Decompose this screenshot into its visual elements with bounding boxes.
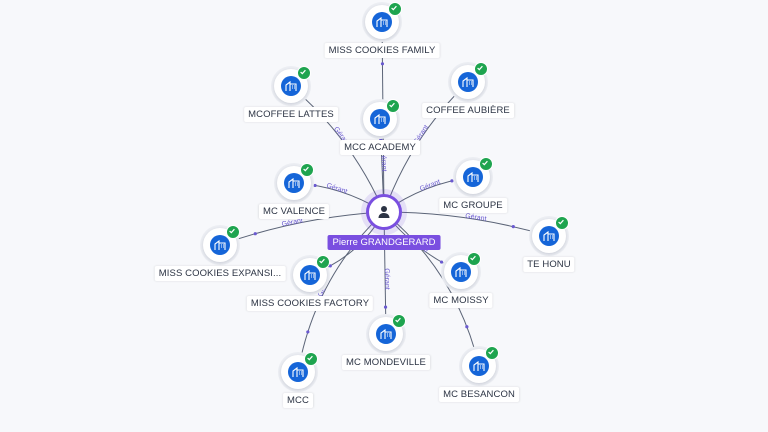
building-icon — [469, 356, 489, 376]
person-name-label[interactable]: Pierre GRANDGERARD — [327, 235, 441, 250]
company-label[interactable]: MCC — [283, 393, 313, 408]
company-label[interactable]: MISS COOKIES EXPANSI... — [154, 266, 286, 281]
edge-te-honu — [383, 211, 550, 237]
building-icon — [539, 226, 559, 246]
edge-arrow-mcc — [306, 330, 310, 334]
verified-check-icon — [300, 163, 314, 177]
edge-label-te-honu: Gérant — [465, 213, 487, 223]
building-icon — [284, 173, 304, 193]
edge-label-mcc: Gé — [317, 286, 328, 298]
company-bubble[interactable] — [293, 255, 330, 292]
edge-label-mc-valence: Gérant — [326, 182, 349, 195]
company-bubble[interactable] — [363, 99, 400, 136]
verified-check-icon — [316, 255, 330, 269]
verified-check-icon — [474, 62, 488, 76]
company-label[interactable]: MC MONDEVILLE — [342, 355, 430, 370]
edge-arrow-miss-cookies-factory — [328, 264, 332, 268]
company-label[interactable]: MC GROUPE — [439, 198, 507, 213]
edge-arrow-mc-moissy — [439, 260, 444, 264]
edge-mc-besancon — [383, 211, 480, 367]
verified-check-icon — [485, 346, 499, 360]
verified-check-icon — [226, 225, 240, 239]
company-label[interactable]: MISS COOKIES FACTORY — [246, 296, 374, 311]
edge-arrow-mc-groupe — [450, 179, 454, 183]
verified-check-icon — [304, 352, 318, 366]
edge-arrow-mc-mondeville — [383, 305, 388, 309]
edge-miss-cookies-expansion — [219, 211, 385, 246]
building-icon — [451, 262, 471, 282]
company-bubble[interactable] — [532, 216, 569, 253]
verified-check-icon — [388, 2, 402, 16]
person-bubble[interactable] — [366, 194, 402, 230]
verified-check-icon — [479, 157, 493, 171]
edge-arrow-te-honu — [511, 225, 515, 229]
edge-label-mc-mondeville: Gérant — [383, 268, 390, 290]
edge-label-mc-groupe: Gérant — [419, 179, 442, 193]
edge-arrow-miss-cookies-family — [380, 62, 385, 66]
company-bubble[interactable] — [365, 2, 402, 39]
building-icon — [210, 235, 230, 255]
building-icon — [300, 265, 320, 285]
verified-check-icon — [392, 314, 406, 328]
person-icon — [378, 206, 390, 218]
company-label[interactable]: MISS COOKIES FAMILY — [324, 43, 440, 58]
building-icon — [288, 362, 308, 382]
company-bubble[interactable] — [462, 346, 499, 383]
verified-check-icon — [386, 99, 400, 113]
company-label[interactable]: MC MOISSY — [429, 293, 493, 308]
company-label[interactable]: MCOFFEE LATTES — [244, 107, 338, 122]
building-icon — [281, 76, 301, 96]
edge-arrow-miss-cookies-expansion — [253, 232, 257, 236]
company-bubble[interactable] — [277, 163, 314, 200]
company-label[interactable]: TE HONU — [523, 257, 575, 272]
company-label[interactable]: MC BESANCON — [439, 387, 519, 402]
building-icon — [370, 109, 390, 129]
building-icon — [372, 12, 392, 32]
company-label[interactable]: MC VALENCE — [258, 204, 330, 219]
verified-check-icon — [467, 252, 481, 266]
company-bubble[interactable] — [203, 225, 240, 262]
company-bubble[interactable] — [444, 252, 481, 289]
edge-label-miss-cookies-expansion: Gérant — [281, 217, 303, 228]
company-label[interactable]: MCC ACADEMY — [340, 140, 420, 155]
edge-arrow-mc-besancon — [465, 325, 469, 329]
company-bubble[interactable] — [451, 62, 488, 99]
company-bubble[interactable] — [456, 157, 493, 194]
edge-arrow-mc-valence — [313, 183, 317, 188]
verified-check-icon — [297, 66, 311, 80]
edge-mcc — [297, 211, 385, 373]
building-icon — [463, 167, 483, 187]
building-icon — [458, 72, 478, 92]
company-bubble[interactable] — [281, 352, 318, 389]
building-icon — [376, 324, 396, 344]
company-bubble[interactable] — [274, 66, 311, 103]
edge-label-mcc-academy: Gérant — [379, 150, 387, 172]
company-bubble[interactable] — [369, 314, 406, 351]
company-label[interactable]: COFFEE AUBIÈRE — [422, 103, 514, 118]
verified-check-icon — [555, 216, 569, 230]
